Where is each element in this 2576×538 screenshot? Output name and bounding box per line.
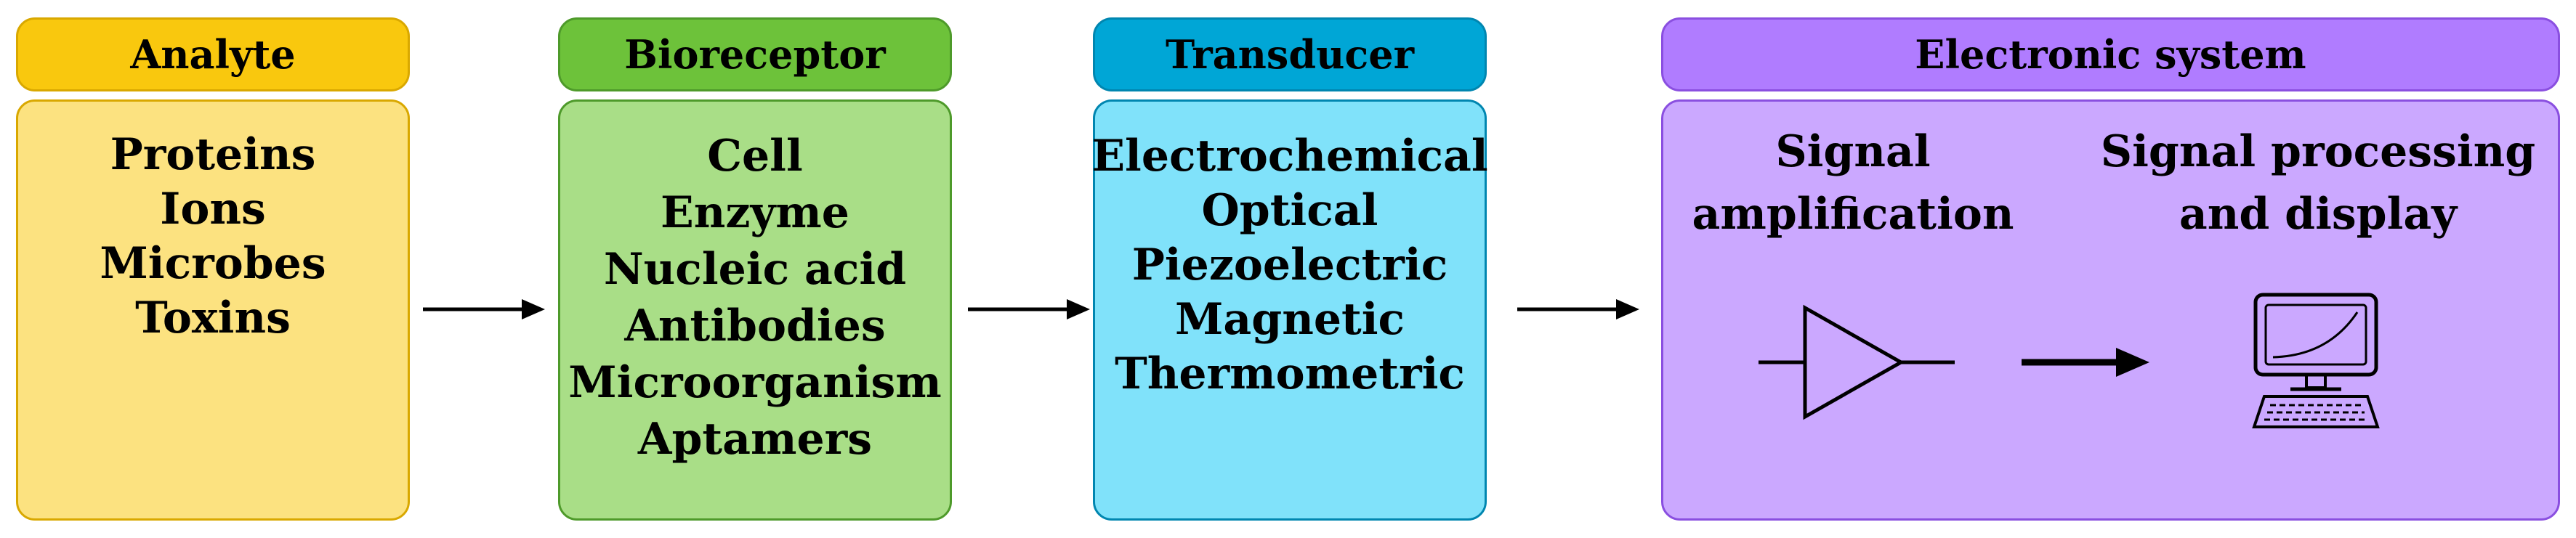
analyte-item: Proteins xyxy=(110,129,316,180)
signal-processing-label: Signal processing and display xyxy=(2100,126,2536,240)
bioreceptor-title: Bioreceptor xyxy=(624,31,886,78)
bioreceptor-item: Microorganism xyxy=(568,357,942,408)
transducer-body: Electrochemical Optical Piezoelectric Ma… xyxy=(1091,99,1488,521)
analyte-title: Analyte xyxy=(130,31,296,78)
bioreceptor-item: Nucleic acid xyxy=(603,244,907,295)
analyte-item: Toxins xyxy=(135,293,291,343)
transducer-item: Electrochemical xyxy=(1091,131,1488,182)
electronic-system-header: Electronic system xyxy=(1661,17,2560,91)
computer-display-icon xyxy=(2252,293,2380,428)
transducer-item: Optical xyxy=(1201,185,1378,236)
flow-arrow-2 xyxy=(968,299,1090,319)
analyte-body: Proteins Ions Microbes Toxins xyxy=(16,99,410,521)
electronic-system-title: Electronic system xyxy=(1915,31,2306,78)
bioreceptor-item: Aptamers xyxy=(637,414,873,465)
processing-arrow xyxy=(2022,348,2149,377)
bioreceptor-item: Cell xyxy=(707,131,803,182)
signal-amplification-label: Signal amplification xyxy=(1692,126,2014,240)
amplifier-icon xyxy=(1759,304,1955,420)
analyte-item: Microbes xyxy=(100,238,326,289)
transducer-item: Magnetic xyxy=(1174,294,1405,345)
bioreceptor-item: Antibodies xyxy=(624,301,886,351)
transducer-title: Transducer xyxy=(1165,31,1415,78)
bioreceptor-header: Bioreceptor xyxy=(558,17,952,91)
transducer-item: Thermometric xyxy=(1115,349,1465,399)
transducer-item: Piezoelectric xyxy=(1131,240,1448,290)
flow-arrow-1 xyxy=(423,299,545,319)
bioreceptor-body: Cell Enzyme Nucleic acid Antibodies Micr… xyxy=(558,99,952,521)
transducer-header: Transducer xyxy=(1093,17,1487,91)
bioreceptor-item: Enzyme xyxy=(661,187,849,238)
flow-arrow-3 xyxy=(1517,299,1639,319)
analyte-item: Ions xyxy=(160,184,266,235)
analyte-header: Analyte xyxy=(16,17,410,91)
